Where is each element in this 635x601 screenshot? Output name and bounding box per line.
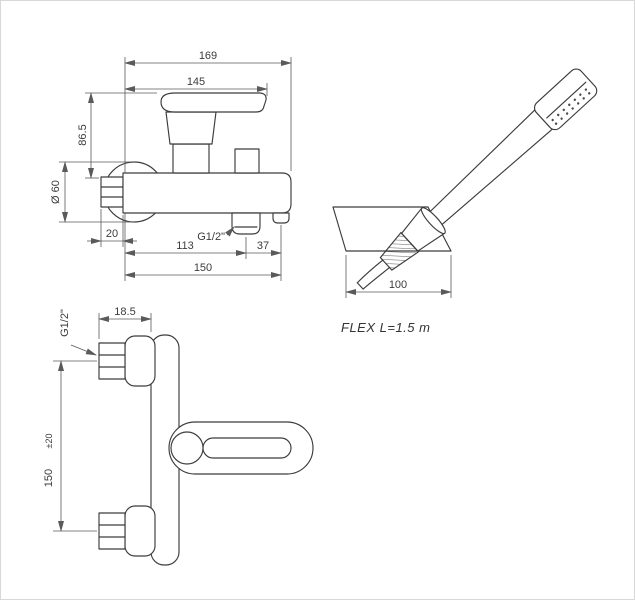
thread-leader bbox=[225, 226, 235, 237]
hand-shower bbox=[356, 68, 598, 290]
cartridge-neck bbox=[172, 143, 210, 174]
shower-dimensions: 100 bbox=[345, 255, 452, 298]
head-face-line bbox=[546, 81, 587, 119]
dim-total-bottom-label: 150 bbox=[194, 262, 212, 274]
thread-label-front: G1/2" bbox=[197, 231, 225, 243]
front-dimensions: 169 145 86.5 Ø 60 20 G1/2" 113 37 150 bbox=[50, 50, 292, 281]
handle-loop-side bbox=[168, 421, 314, 475]
spray-face bbox=[551, 88, 591, 125]
front-view: 169 145 86.5 Ø 60 20 G1/2" 113 37 150 bbox=[50, 50, 292, 281]
dim-spout-offset-label: 113 bbox=[176, 240, 194, 252]
dim-vertical-span-label: 150 bbox=[43, 469, 55, 487]
flex-length-note: FLEX L=1.5 m bbox=[341, 320, 430, 335]
flex-connector-nut bbox=[379, 231, 420, 271]
flex-hose bbox=[356, 259, 391, 290]
side-dimensions: 18.5 G1/2" 150 ±20 bbox=[43, 306, 152, 532]
mixer-body bbox=[122, 172, 292, 214]
dim-total-width-label: 169 bbox=[199, 50, 217, 62]
diverter-knob bbox=[234, 148, 260, 174]
pivot-circle bbox=[170, 431, 204, 465]
inlet-bottom bbox=[98, 505, 156, 557]
dim-wall-depth-label: 18.5 bbox=[114, 306, 135, 318]
side-view: 18.5 G1/2" 150 ±20 bbox=[43, 306, 314, 566]
thread-leader-side bbox=[70, 344, 97, 356]
shower-handle bbox=[422, 109, 554, 232]
dim-outlet-offset-label: 37 bbox=[257, 240, 269, 252]
lever-handle bbox=[160, 92, 267, 113]
thread-label-side: G1/2" bbox=[59, 309, 71, 337]
dim-nut-width-label: 20 bbox=[106, 228, 118, 240]
wall-nut bbox=[100, 176, 124, 208]
dim-vertical-tolerance-label: ±20 bbox=[44, 434, 54, 449]
inlet-top bbox=[98, 335, 156, 387]
dim-body-width-label: 145 bbox=[187, 76, 205, 88]
hose-outlet bbox=[272, 212, 290, 224]
cartridge-housing bbox=[165, 111, 217, 145]
dim-flange-diameter-label: Ø 60 bbox=[50, 180, 62, 204]
loop-slot bbox=[202, 437, 292, 459]
dim-handle-height-label: 86.5 bbox=[77, 124, 89, 145]
dim-bracket-width-label: 100 bbox=[389, 279, 407, 291]
tub-spout bbox=[231, 212, 261, 235]
shower-view: 100 FLEX L=1.5 m bbox=[332, 68, 598, 335]
